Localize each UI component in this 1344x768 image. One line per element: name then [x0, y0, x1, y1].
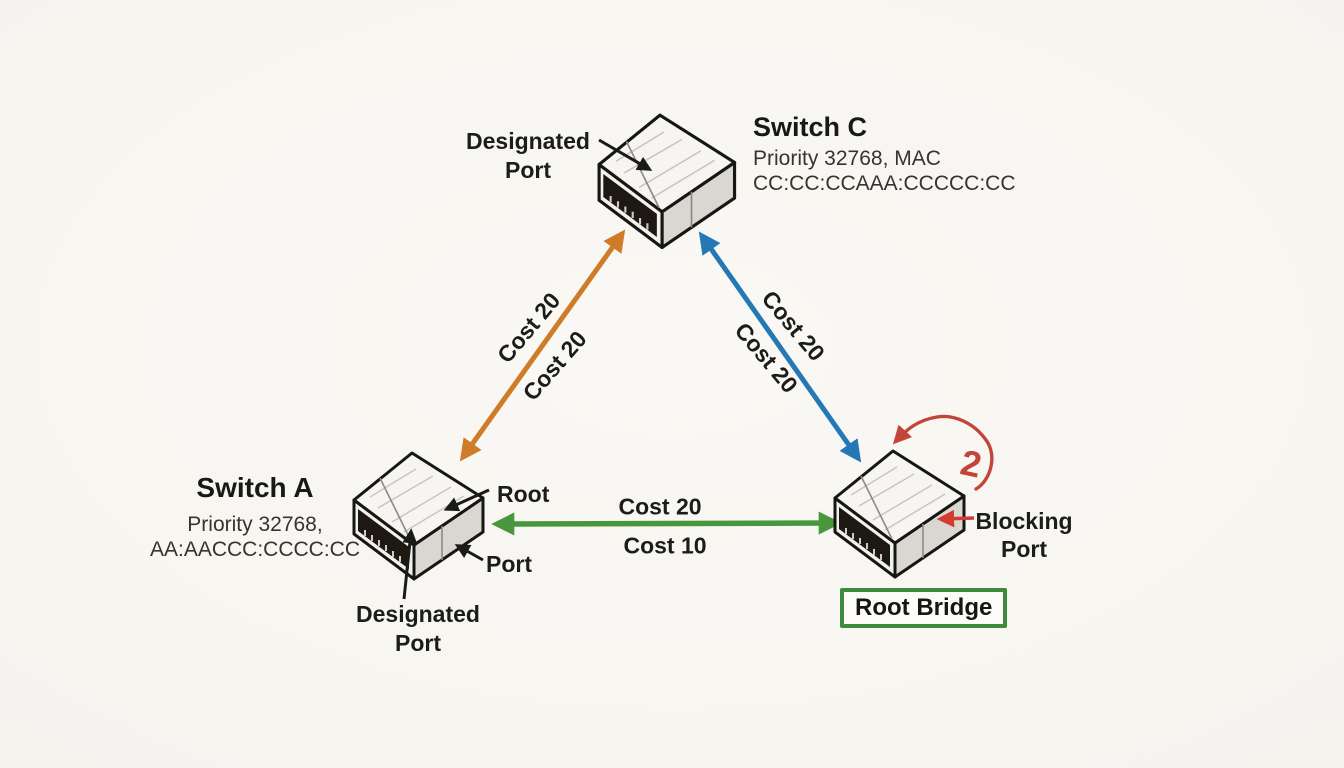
link-switchc-rootbridge [698, 231, 862, 463]
switch-a-title: Switch A [196, 472, 314, 503]
blocking-port-label: Blocking Port [975, 508, 1073, 562]
blocking-port-arrow [936, 509, 975, 528]
designated-port-bottom-arrow [402, 528, 418, 600]
switch-a-graphic [352, 451, 485, 581]
switch-c-title: Switch C [753, 112, 868, 142]
switch-a-info: Switch A Priority 32768, AA:AACCC:CCCC:C… [143, 472, 367, 562]
switch-a-priority: Priority 32768, [187, 513, 323, 536]
designated-port-top-arrow [598, 138, 653, 171]
switch-c-graphic [597, 113, 737, 250]
port-arrow [454, 544, 484, 562]
link-switcha-rootbridge [491, 511, 842, 536]
switch-c-info: Switch C Priority 32768, MAC CC:CC:CCAAA… [753, 111, 1016, 196]
root-bridge-graphic [833, 449, 966, 579]
switch-c-mac: CC:CC:CCAAA:CCCCC:CC [753, 172, 1016, 195]
cost-label-ar-upper: Cost 20 [618, 493, 702, 520]
designated-port-label-bottom: Designated Port [356, 601, 480, 656]
cost-label-ar-lower: Cost 10 [623, 532, 707, 559]
switch-a-mac: AA:AACCC:CCCC:CC [149, 538, 361, 561]
root-bridge-badge: Root Bridge [840, 588, 1008, 628]
root-port-arrow [443, 488, 490, 512]
designated-port-label-top: Designated Port [466, 128, 590, 183]
link-switcha-switchc [459, 229, 626, 462]
loop-back-arrow-icon [892, 414, 994, 491]
root-port-label-word1: Root [497, 481, 550, 507]
switch-c-priority: Priority 32768, MAC [753, 147, 941, 170]
root-port-label-word2: Port [486, 551, 532, 577]
